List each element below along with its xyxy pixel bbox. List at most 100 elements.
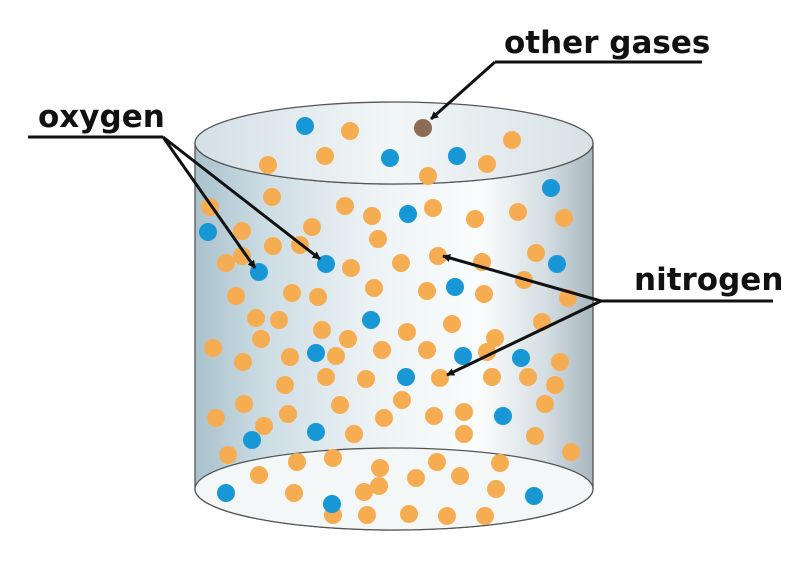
nitrogen-particle bbox=[428, 453, 446, 471]
other-gas-particle bbox=[414, 119, 432, 137]
nitrogen-particle bbox=[341, 122, 359, 140]
nitrogen-particle bbox=[207, 409, 225, 427]
nitrogen-particle bbox=[324, 449, 342, 467]
nitrogen-particle bbox=[283, 284, 301, 302]
nitrogen-particle bbox=[487, 480, 505, 498]
oxygen-particle bbox=[307, 423, 325, 441]
nitrogen-particle bbox=[281, 348, 299, 366]
nitrogen-particle bbox=[327, 347, 345, 365]
nitrogen-particle bbox=[339, 330, 357, 348]
nitrogen-particle bbox=[418, 282, 436, 300]
nitrogen-particle bbox=[455, 425, 473, 443]
nitrogen-particle bbox=[317, 368, 335, 386]
nitrogen-label: nitrogen bbox=[634, 262, 783, 298]
oxygen-particle bbox=[454, 347, 472, 365]
nitrogen-particle bbox=[373, 341, 391, 359]
nitrogen-particle bbox=[345, 425, 363, 443]
nitrogen-particle bbox=[486, 329, 504, 347]
nitrogen-particle bbox=[375, 409, 393, 427]
nitrogen-particle bbox=[313, 321, 331, 339]
nitrogen-particle bbox=[418, 341, 436, 359]
nitrogen-particle bbox=[369, 230, 387, 248]
nitrogen-particle bbox=[285, 484, 303, 502]
nitrogen-particle bbox=[264, 237, 282, 255]
nitrogen-particle bbox=[235, 395, 253, 413]
oxygen-particle bbox=[323, 495, 341, 513]
oxygen-particle bbox=[362, 311, 380, 329]
nitrogen-particle bbox=[424, 199, 442, 217]
oxygen-label: oxygen bbox=[38, 99, 165, 135]
nitrogen-particle bbox=[519, 368, 537, 386]
nitrogen-particle bbox=[491, 454, 509, 472]
nitrogen-particle bbox=[509, 203, 527, 221]
nitrogen-particle bbox=[279, 405, 297, 423]
nitrogen-particle bbox=[355, 483, 373, 501]
oxygen-particle bbox=[199, 223, 217, 241]
nitrogen-particle bbox=[546, 376, 564, 394]
oxygen-particle bbox=[525, 487, 543, 505]
nitrogen-arrow-1 bbox=[442, 254, 602, 303]
oxygen-particle bbox=[542, 179, 560, 197]
nitrogen-particle bbox=[255, 417, 273, 435]
nitrogen-particle bbox=[336, 197, 354, 215]
nitrogen-particle bbox=[316, 147, 334, 165]
nitrogen-particle bbox=[483, 368, 501, 386]
oxygen-particle bbox=[317, 255, 335, 273]
nitrogen-particle bbox=[407, 469, 425, 487]
oxygen-particle bbox=[448, 147, 466, 165]
oxygen-particle bbox=[494, 407, 512, 425]
oxygen-particle bbox=[381, 149, 399, 167]
nitrogen-particle bbox=[358, 506, 376, 524]
nitrogen-particle bbox=[303, 218, 321, 236]
oxygen-arrow-1 bbox=[161, 136, 257, 269]
oxygen-particle bbox=[243, 431, 261, 449]
nitrogen-particle bbox=[219, 446, 237, 464]
nitrogen-particle bbox=[431, 369, 449, 387]
nitrogen-particle bbox=[443, 315, 461, 333]
nitrogen-particle bbox=[288, 453, 306, 471]
nitrogen-particle bbox=[263, 188, 281, 206]
nitrogen-particle bbox=[363, 207, 381, 225]
nitrogen-particle bbox=[536, 395, 554, 413]
nitrogen-particle bbox=[365, 279, 383, 297]
nitrogen-particle bbox=[475, 285, 493, 303]
oxygen-particle bbox=[397, 368, 415, 386]
nitrogen-arrow-2 bbox=[446, 299, 602, 377]
nitrogen-particle bbox=[250, 466, 268, 484]
nitrogen-particle bbox=[276, 376, 294, 394]
other-gases-arrow bbox=[430, 60, 496, 121]
nitrogen-particle bbox=[357, 370, 375, 388]
nitrogen-particle bbox=[309, 288, 327, 306]
nitrogen-particle bbox=[217, 254, 235, 272]
nitrogen-particle bbox=[234, 353, 252, 371]
oxygen-particle bbox=[548, 255, 566, 273]
nitrogen-particle bbox=[398, 323, 416, 341]
nitrogen-particle bbox=[455, 403, 473, 421]
oxygen-particle bbox=[512, 349, 530, 367]
oxygen-particle bbox=[217, 484, 235, 502]
cylinder-top-opening bbox=[194, 101, 594, 185]
nitrogen-particle bbox=[227, 287, 245, 305]
nitrogen-particle bbox=[466, 210, 484, 228]
nitrogen-particle bbox=[252, 330, 270, 348]
other-gases-label: other gases bbox=[504, 25, 710, 61]
nitrogen-particle bbox=[451, 467, 469, 485]
gas-particles bbox=[199, 117, 580, 525]
nitrogen-particle bbox=[438, 507, 456, 525]
nitrogen-particle bbox=[259, 156, 277, 174]
oxygen-particle bbox=[296, 117, 314, 135]
nitrogen-particle bbox=[503, 131, 521, 149]
nitrogen-particle bbox=[331, 396, 349, 414]
nitrogen-particle bbox=[233, 222, 251, 240]
nitrogen-particle bbox=[478, 155, 496, 173]
nitrogen-particle bbox=[562, 443, 580, 461]
nitrogen-particle bbox=[342, 259, 360, 277]
nitrogen-particle bbox=[419, 167, 437, 185]
nitrogen-particle bbox=[555, 209, 573, 227]
annotations bbox=[28, 60, 773, 377]
nitrogen-particle bbox=[247, 309, 265, 327]
nitrogen-particle bbox=[551, 353, 569, 371]
oxygen-particle bbox=[446, 278, 464, 296]
nitrogen-particle bbox=[270, 311, 288, 329]
